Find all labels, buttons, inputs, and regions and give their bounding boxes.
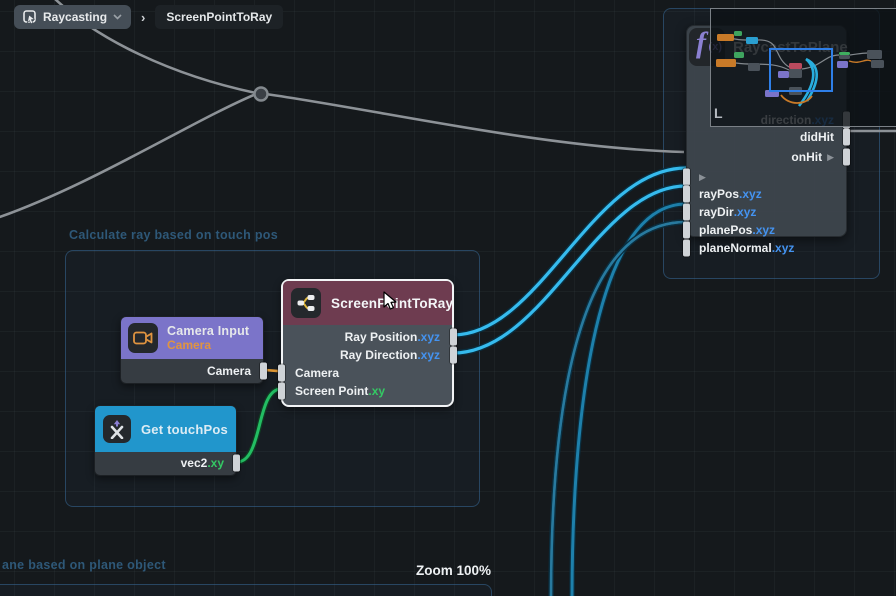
- node-header: Get touchPos: [95, 406, 236, 452]
- port-row-planepos: planePos.xyz: [683, 221, 846, 239]
- minimap-node: [748, 63, 760, 71]
- port-in-camera[interactable]: [278, 364, 285, 382]
- node-camera-input[interactable]: Camera Input Camera Camera: [120, 316, 267, 384]
- minimap-node: [717, 34, 734, 41]
- node-header: Camera Input Camera: [121, 317, 263, 359]
- node-title: ScreenPointToRay: [331, 295, 454, 311]
- minimap-node: [789, 69, 802, 78]
- minimap-node: [837, 61, 848, 68]
- cursor-icon: [383, 291, 397, 310]
- port-row-camera-in: Camera: [278, 364, 452, 382]
- port-in-planepos[interactable]: [683, 221, 690, 239]
- script-graph-icon: [23, 10, 36, 24]
- port-row-raydir: rayDir.xyz: [683, 203, 846, 221]
- port-row-raypos: rayPos.xyz: [683, 185, 846, 203]
- port-out-didhit[interactable]: [843, 128, 850, 146]
- reroute-knot[interactable]: [253, 86, 269, 102]
- camera-icon: [128, 323, 158, 353]
- group-box-plane[interactable]: [0, 584, 492, 596]
- group-label-touch: Calculate ray based on touch pos: [69, 228, 278, 242]
- port-out-ray-direction[interactable]: [450, 346, 457, 364]
- minimap-node: [839, 55, 850, 59]
- node-subtitle: Camera: [167, 338, 212, 352]
- port-out-onhit[interactable]: [843, 148, 850, 166]
- port-row-onhit: onHit ▶: [687, 148, 850, 166]
- minimap-node: [839, 52, 850, 55]
- minimap-node: [778, 71, 789, 78]
- node-screen-point-to-ray[interactable]: ScreenPointToRay Ray Position.xyz Ray Di…: [278, 279, 457, 407]
- port-row-vec2-out: vec2.xy: [95, 454, 240, 472]
- minimap-wires: [724, 36, 872, 107]
- minimap-node: [871, 60, 884, 68]
- breadcrumb-current[interactable]: ScreenPointToRay: [155, 5, 284, 29]
- port-row-ray-position: Ray Position.xyz: [283, 328, 457, 346]
- wire-plane-normal[interactable]: [548, 219, 687, 596]
- node-header: ScreenPointToRay: [283, 281, 454, 325]
- port-row-didhit: didHit: [687, 128, 850, 146]
- variable-icon: [103, 415, 131, 443]
- breadcrumb-separator: ›: [141, 9, 146, 25]
- port-out-camera[interactable]: [260, 362, 267, 380]
- port-out-vec2[interactable]: [233, 454, 240, 472]
- node-title: Get touchPos: [141, 421, 228, 437]
- subgraph-icon: [291, 288, 321, 318]
- wire-ray-direction[interactable]: [452, 183, 687, 356]
- group-label-plane: ane based on plane object: [2, 558, 166, 572]
- port-in-exec[interactable]: [683, 168, 690, 186]
- minimap-node: [867, 50, 882, 59]
- minimap-node: [746, 37, 758, 44]
- minimap-viewport[interactable]: [769, 48, 833, 92]
- node-get-touchpos[interactable]: Get touchPos vec2.xy: [94, 405, 240, 476]
- minimap-node: [765, 90, 779, 97]
- breadcrumb-graph-label: Raycasting: [43, 10, 108, 24]
- minimap-node: [789, 63, 802, 69]
- minimap-node: [734, 31, 742, 36]
- minimap-node: [734, 52, 744, 58]
- breadcrumb-graph-button[interactable]: Raycasting: [14, 5, 132, 29]
- exec-arrow-icon: ▶: [699, 171, 706, 182]
- chevron-down-icon: [113, 14, 122, 20]
- minimap[interactable]: L: [710, 8, 896, 127]
- port-in-raypos[interactable]: [683, 185, 690, 203]
- zoom-indicator: Zoom 100%: [416, 563, 492, 578]
- wire-ray-position[interactable]: [452, 165, 687, 338]
- exec-arrow-icon: ▶: [827, 151, 834, 162]
- port-in-planenormal[interactable]: [683, 239, 690, 257]
- minimap-corner-label: L: [714, 105, 723, 121]
- port-out-ray-position[interactable]: [450, 328, 457, 346]
- port-row-camera-out: Camera: [121, 362, 267, 380]
- port-row-screen-point: Screen Point.xy: [278, 382, 452, 400]
- port-in-screen-point[interactable]: [278, 382, 285, 400]
- port-row-planenormal: planeNormal.xyz: [683, 239, 846, 257]
- breadcrumb: Raycasting › ScreenPointToRay: [14, 5, 284, 29]
- node-title: Camera Input: [167, 324, 250, 338]
- port-row-exec-in: ▶: [683, 168, 846, 186]
- wire-exec-bottom-left[interactable]: [0, 92, 257, 219]
- minimap-node: [716, 59, 736, 67]
- port-in-raydir[interactable]: [683, 203, 690, 221]
- port-row-ray-direction: Ray Direction.xyz: [283, 346, 457, 364]
